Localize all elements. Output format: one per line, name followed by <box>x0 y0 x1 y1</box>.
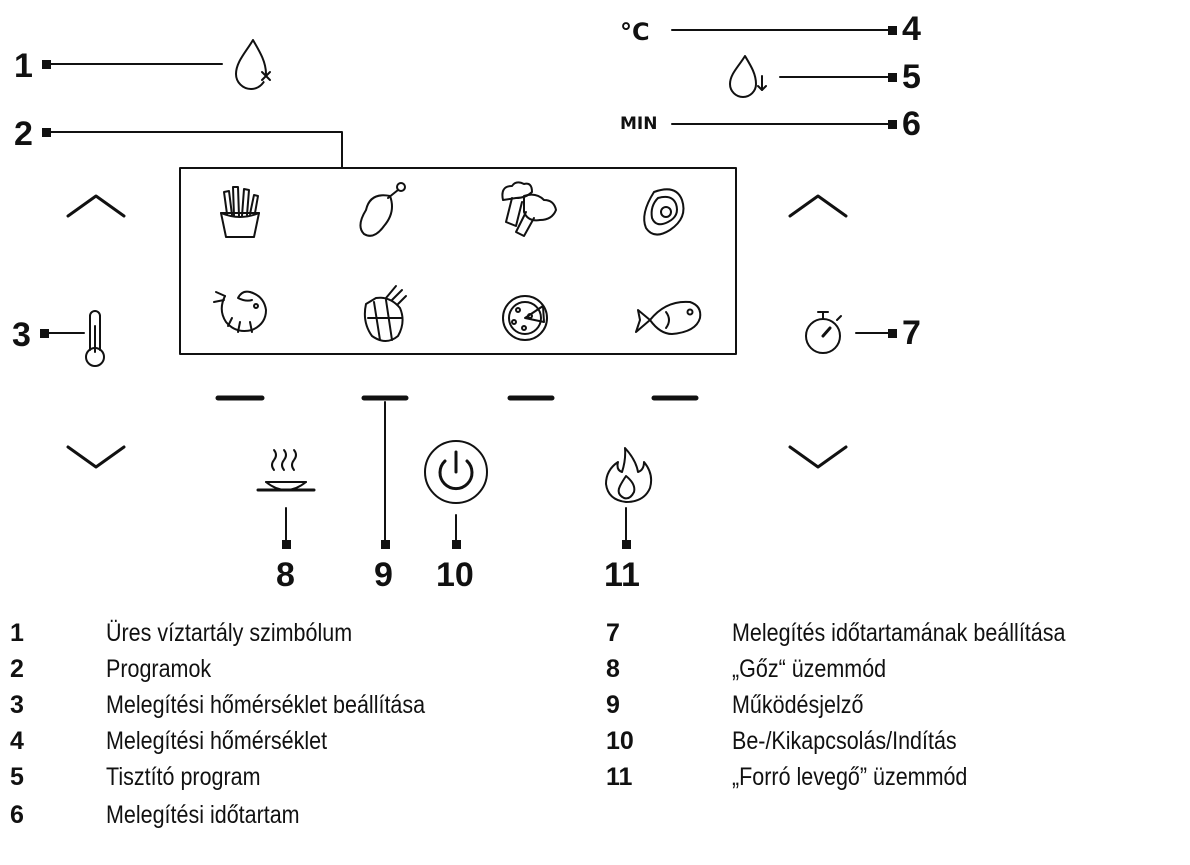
legend-text: Melegítési hőmérséklet beállítása <box>106 690 426 719</box>
min-indicator: MIN <box>620 114 657 134</box>
legend-text: Működésjelző <box>732 690 864 719</box>
callout-11 <box>622 507 631 549</box>
pizza-icon[interactable] <box>502 295 548 341</box>
callout-6 <box>671 120 897 129</box>
legend-text: „Gőz“ üzemmód <box>732 654 887 683</box>
celsius-indicator: °C <box>620 18 650 46</box>
legend-number: 10 <box>606 726 634 755</box>
flame-icon[interactable] <box>605 447 653 503</box>
water-drop-empty-icon <box>235 39 272 90</box>
legend-number: 3 <box>10 690 24 719</box>
legend-text: Melegítési hőmérséklet <box>106 726 328 755</box>
legend-text: Be-/Kikapcsolás/Indítás <box>732 726 957 755</box>
legend-number: 6 <box>10 800 24 829</box>
legend-number: 2 <box>10 654 24 683</box>
chevron-up-icon[interactable] <box>66 194 126 218</box>
legend-number: 4 <box>10 726 24 755</box>
callout-number: 3 <box>12 316 31 354</box>
steam-icon[interactable] <box>256 449 316 492</box>
callout-3 <box>40 329 85 338</box>
legend-number: 1 <box>10 618 24 647</box>
callout-2 <box>42 128 343 169</box>
stopwatch-icon[interactable] <box>805 311 842 354</box>
callout-number: 5 <box>902 58 921 96</box>
callout-number: 11 <box>604 556 640 594</box>
chevron-down-icon[interactable] <box>788 445 848 469</box>
callout-number: 9 <box>374 556 393 594</box>
fries-icon[interactable] <box>220 186 260 238</box>
legend-number: 9 <box>606 690 620 719</box>
callout-7 <box>855 329 897 338</box>
steak-icon[interactable] <box>643 188 685 236</box>
callout-10 <box>452 514 461 549</box>
chevron-down-icon[interactable] <box>66 445 126 469</box>
program-panel <box>179 167 737 355</box>
legend-number: 8 <box>606 654 620 683</box>
callout-8 <box>282 507 291 549</box>
legend-text: Melegítési időtartam <box>106 800 300 829</box>
callout-number: 4 <box>902 10 921 48</box>
roast-meat-icon[interactable] <box>363 285 407 342</box>
callout-4 <box>671 26 897 35</box>
thermometer-icon[interactable] <box>85 310 105 367</box>
legend-number: 7 <box>606 618 620 647</box>
callout-number: 2 <box>14 115 33 153</box>
legend-text: „Forró levegő” üzemmód <box>732 762 968 791</box>
legend-number: 5 <box>10 762 24 791</box>
legend-text: Tisztító program <box>106 762 261 791</box>
water-drop-clean-icon <box>729 55 767 98</box>
callout-9 <box>381 401 390 549</box>
control-panel-diagram: °C MIN 1 2 3 4 5 6 7 8 9 10 11 <box>12 10 921 594</box>
legend-text: Üres víztartály szimbólum <box>106 618 353 647</box>
legend-text: Melegítés időtartamának beállítása <box>732 618 1066 647</box>
callout-number: 6 <box>902 105 921 143</box>
callout-1 <box>42 60 223 69</box>
fish-icon[interactable] <box>635 300 702 335</box>
vegetables-icon[interactable] <box>501 181 557 237</box>
shrimp-icon[interactable] <box>213 290 267 333</box>
callout-number: 7 <box>902 314 921 352</box>
callout-number: 1 <box>14 47 33 85</box>
legend: 1 Üres víztartály szimbólum 2 Programok … <box>0 608 1190 865</box>
power-icon[interactable] <box>424 440 488 504</box>
callout-5 <box>779 73 897 82</box>
chevron-up-icon[interactable] <box>788 194 848 218</box>
legend-text: Programok <box>106 654 212 683</box>
callout-number: 8 <box>276 556 295 594</box>
callout-number: 10 <box>436 556 474 594</box>
chicken-drumstick-icon[interactable] <box>359 182 406 237</box>
legend-number: 11 <box>606 762 633 791</box>
